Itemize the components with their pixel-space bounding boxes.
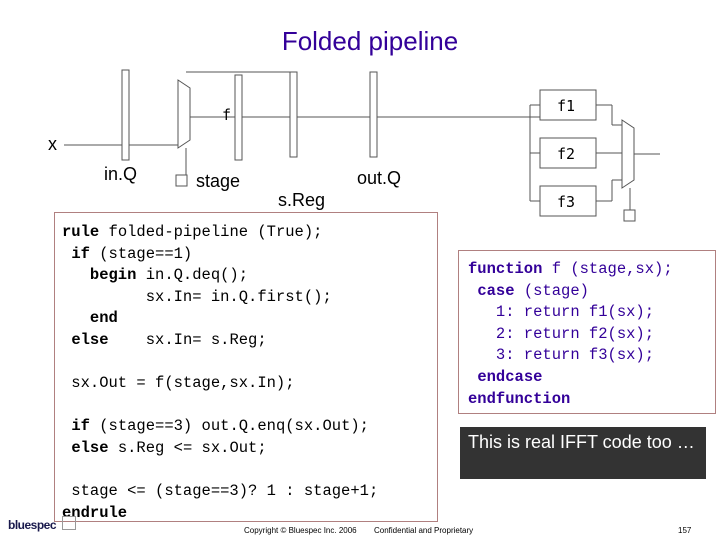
confidential-text: Confidential and Proprietary (374, 526, 474, 535)
code-line: endfunction (468, 389, 673, 411)
code-line: sx.Out = f(stage,sx.In); (62, 374, 295, 393)
inq-register (121, 69, 130, 161)
code-keyword: end (89, 309, 118, 328)
code-line (62, 395, 378, 417)
code-keyword: function (468, 260, 543, 278)
code-line: sx.In= in.Q.first(); (62, 287, 332, 306)
code-keyword: endrule (62, 503, 128, 522)
code-line: begin in.Q.deq(); (89, 266, 249, 285)
rule-code: rule folded-pipeline (True); if (stage==… (62, 222, 378, 524)
f2-box (539, 137, 597, 169)
code-keyword: if (71, 417, 90, 436)
copyright-text: Copyright © Bluespec Inc. 2006 (244, 526, 357, 535)
stage-register-icon (175, 174, 188, 187)
code-line: rule folded-pipeline (True); (62, 223, 323, 241)
code-keyword: else (71, 330, 109, 349)
input-mux (177, 79, 191, 149)
sreg-register (289, 71, 298, 158)
outq-label: out.Q (357, 168, 402, 188)
output-mux (621, 119, 635, 189)
code-line: 1: return f1(sx); (468, 303, 655, 322)
f3-box (539, 185, 597, 217)
code-keyword: if (71, 244, 90, 263)
code-keyword: case (477, 281, 515, 300)
code-keyword: endfunction (468, 389, 571, 408)
code-keyword: begin (89, 266, 137, 285)
code-line (62, 352, 378, 374)
note-box: This is real IFFT code too … (460, 427, 706, 479)
code-keyword: endcase (477, 367, 543, 386)
code-line: else s.Reg <= sx.Out; (71, 438, 267, 457)
code-line: stage <= (stage==3)? 1 : stage+1; (62, 482, 379, 501)
code-line: endrule (62, 503, 378, 525)
function-code: function f (stage,sx); case (stage) 1: r… (468, 259, 673, 410)
code-line: 3: return f3(sx); (468, 346, 655, 365)
code-line: endcase (468, 367, 673, 389)
slide-title: Folded pipeline (281, 26, 459, 56)
code-keyword: else (71, 438, 109, 457)
code-keyword: rule (62, 223, 100, 241)
code-line (62, 460, 378, 482)
stage-label: stage (196, 171, 241, 191)
code-line: end (62, 308, 378, 330)
code-line: if (stage==1) (71, 244, 193, 263)
rule-code-box (54, 212, 438, 522)
code-line: 2: return f2(sx); (468, 324, 655, 343)
code-line: case (stage) (477, 281, 589, 300)
f1-label: f1 (557, 97, 576, 115)
output-select-icon (623, 209, 636, 222)
function-code-box (458, 250, 716, 414)
code-line: else sx.In= s.Reg; (71, 330, 267, 349)
input-label-x: x (48, 134, 57, 154)
code-line: function f (stage,sx); (468, 260, 673, 278)
bluespec-logo: bluespec (8, 518, 57, 532)
f3-label: f3 (557, 193, 576, 211)
sreg-label: s.Reg (278, 190, 326, 210)
stage-box (234, 74, 243, 161)
f2-label: f2 (557, 145, 576, 163)
code-line: if (stage==3) out.Q.enq(sx.Out); (71, 417, 369, 436)
logo-mark-icon (62, 516, 76, 530)
inq-label: in.Q (104, 164, 138, 184)
page-number: 157 (678, 526, 692, 535)
outq-register (369, 71, 378, 158)
f-label: f (222, 106, 232, 124)
